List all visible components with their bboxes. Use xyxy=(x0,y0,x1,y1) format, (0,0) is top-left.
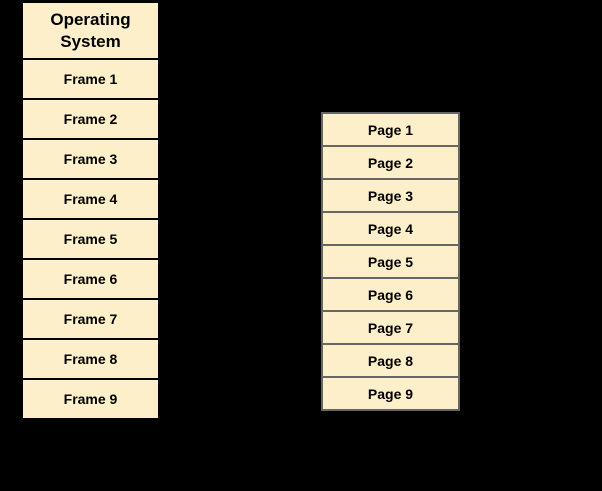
page-box-7: Page 7 xyxy=(321,310,460,345)
page-label: Page 9 xyxy=(367,385,414,402)
page-box-9: Page 9 xyxy=(321,376,460,411)
page-label: Page 7 xyxy=(367,319,414,336)
page-label: Page 2 xyxy=(367,154,414,171)
frame-label: Frame 2 xyxy=(63,111,118,127)
frame-label: Frame 5 xyxy=(63,231,118,247)
frames-column: Operating System Frame 1 Frame 2 Frame 3… xyxy=(21,1,160,420)
page-box-2: Page 2 xyxy=(321,145,460,180)
page-box-4: Page 4 xyxy=(321,211,460,246)
frame-label: Frame 3 xyxy=(63,151,118,167)
page-box-1: Page 1 xyxy=(321,112,460,147)
frame-box-6: Frame 6 xyxy=(21,258,160,300)
frame-box-8: Frame 8 xyxy=(21,338,160,380)
frame-box-3: Frame 3 xyxy=(21,138,160,180)
frame-box-9: Frame 9 xyxy=(21,378,160,420)
page-box-8: Page 8 xyxy=(321,343,460,378)
operating-system-label: Operating System xyxy=(50,10,131,51)
page-label: Page 1 xyxy=(367,121,414,138)
page-label: Page 3 xyxy=(367,187,414,204)
frame-label: Frame 4 xyxy=(63,191,118,207)
frame-label: Frame 6 xyxy=(63,271,118,287)
page-label: Page 6 xyxy=(367,286,414,303)
pages-column: Page 1 Page 2 Page 3 Page 4 Page 5 Page … xyxy=(321,112,460,411)
frame-box-4: Frame 4 xyxy=(21,178,160,220)
frame-box-2: Frame 2 xyxy=(21,98,160,140)
frame-label: Frame 7 xyxy=(63,311,118,327)
frame-box-7: Frame 7 xyxy=(21,298,160,340)
frame-label: Frame 8 xyxy=(63,351,118,367)
frame-label: Frame 9 xyxy=(63,391,118,407)
frame-box-5: Frame 5 xyxy=(21,218,160,260)
page-box-6: Page 6 xyxy=(321,277,460,312)
page-label: Page 4 xyxy=(367,220,414,237)
operating-system-box: Operating System xyxy=(21,1,160,60)
page-box-5: Page 5 xyxy=(321,244,460,279)
page-label: Page 5 xyxy=(367,253,414,270)
frame-label: Frame 1 xyxy=(63,71,118,87)
frame-box-1: Frame 1 xyxy=(21,58,160,100)
page-box-3: Page 3 xyxy=(321,178,460,213)
page-label: Page 8 xyxy=(367,352,414,369)
